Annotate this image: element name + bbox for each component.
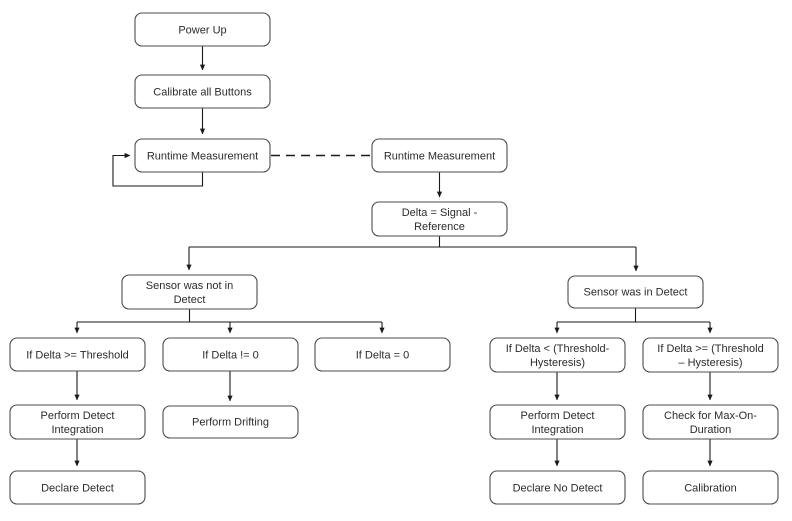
node-check-for-max-on-duration-label-line2: Duration bbox=[690, 424, 732, 436]
node-perform-detect-integration-right-label-line1: Perform Detect bbox=[521, 410, 595, 422]
node-calibration[interactable]: Calibration bbox=[642, 470, 779, 505]
node-perform-detect-integration-right-box[interactable] bbox=[489, 404, 626, 440]
node-delta-signal-reference-label-line2: Reference bbox=[414, 221, 465, 233]
node-declare-no-detect-label: Declare No Detect bbox=[513, 482, 603, 494]
node-calibrate-all-buttons[interactable]: Calibrate all Buttons bbox=[134, 74, 271, 109]
node-if-delta-lt-threshold-hysteresis-box[interactable] bbox=[489, 337, 626, 373]
node-declare-detect-box[interactable] bbox=[9, 470, 146, 505]
node-declare-detect[interactable]: Declare Detect bbox=[9, 470, 146, 505]
node-sensor-was-in-detect-box[interactable] bbox=[567, 275, 704, 309]
node-runtime-measurement-right-label: Runtime Measurement bbox=[384, 150, 495, 162]
node-sensor-was-not-in-detect-box[interactable] bbox=[121, 274, 258, 310]
node-if-delta-ne-zero[interactable]: If Delta != 0 bbox=[162, 337, 299, 372]
node-perform-detect-integration-left-label-line1: Perform Detect bbox=[41, 410, 115, 422]
node-calibration-box[interactable] bbox=[642, 470, 779, 505]
node-if-delta-ge-threshold-box[interactable] bbox=[9, 337, 146, 372]
node-if-delta-ne-zero-label: If Delta != 0 bbox=[202, 349, 259, 361]
node-check-for-max-on-duration-label-line1: Check for Max-On- bbox=[664, 410, 757, 422]
node-runtime-measurement-right[interactable]: Runtime Measurement bbox=[371, 138, 508, 173]
node-if-delta-lt-threshold-hysteresis-label-line2: Hysteresis) bbox=[530, 357, 585, 369]
node-calibrate-all-buttons-label: Calibrate all Buttons bbox=[153, 86, 252, 98]
node-if-delta-ge-threshold-hysteresis-box[interactable] bbox=[642, 337, 779, 373]
node-calibration-label: Calibration bbox=[684, 482, 737, 494]
node-if-delta-ge-threshold-hysteresis-label-line1: If Delta >= (Threshold bbox=[657, 343, 763, 355]
node-sensor-was-not-in-detect[interactable]: Sensor was not in Detect bbox=[121, 274, 258, 310]
node-calibrate-all-buttons-box[interactable] bbox=[134, 74, 271, 109]
node-declare-no-detect-box[interactable] bbox=[489, 470, 626, 505]
node-perform-drifting-label: Perform Drifting bbox=[192, 416, 269, 428]
node-if-delta-ge-threshold-hysteresis[interactable]: If Delta >= (Threshold – Hysteresis) bbox=[642, 337, 779, 373]
edge-runtime-left-feedback-loop bbox=[112, 152, 204, 187]
node-check-for-max-on-duration-box[interactable] bbox=[642, 404, 779, 440]
node-perform-drifting[interactable]: Perform Drifting bbox=[162, 405, 299, 439]
node-if-delta-lt-threshold-hysteresis-label-line1: If Delta < (Threshold- bbox=[506, 343, 610, 355]
node-declare-no-detect[interactable]: Declare No Detect bbox=[489, 470, 626, 505]
node-runtime-measurement-left-box[interactable] bbox=[134, 138, 271, 173]
node-perform-detect-integration-right-label-line2: Integration bbox=[532, 424, 584, 436]
node-layer: Power Up Calibrate all Buttons Runtime M… bbox=[9, 12, 779, 505]
node-if-delta-ne-zero-box[interactable] bbox=[162, 337, 299, 372]
node-power-up-box[interactable] bbox=[134, 12, 271, 47]
node-perform-detect-integration-left[interactable]: Perform Detect Integration bbox=[9, 404, 146, 440]
node-if-delta-eq-zero-label: If Delta = 0 bbox=[356, 349, 410, 361]
node-delta-signal-reference-label-line1: Delta = Signal - bbox=[402, 207, 478, 219]
node-if-delta-lt-threshold-hysteresis[interactable]: If Delta < (Threshold- Hysteresis) bbox=[489, 337, 626, 373]
node-runtime-measurement-left-label: Runtime Measurement bbox=[147, 150, 258, 162]
node-perform-detect-integration-left-label-line2: Integration bbox=[52, 424, 104, 436]
node-sensor-was-not-in-detect-label-line1: Sensor was not in bbox=[146, 280, 233, 292]
node-if-delta-ge-threshold-hysteresis-label-line2: – Hysteresis) bbox=[678, 357, 742, 369]
node-power-up-label: Power Up bbox=[178, 24, 226, 36]
node-if-delta-ge-threshold[interactable]: If Delta >= Threshold bbox=[9, 337, 146, 372]
node-perform-drifting-box[interactable] bbox=[162, 405, 299, 439]
node-if-delta-ge-threshold-label: If Delta >= Threshold bbox=[26, 349, 129, 361]
edge-layer bbox=[74, 46, 713, 467]
node-runtime-measurement-right-box[interactable] bbox=[371, 138, 508, 173]
node-delta-signal-reference-box[interactable] bbox=[371, 201, 508, 237]
node-check-for-max-on-duration[interactable]: Check for Max-On- Duration bbox=[642, 404, 779, 440]
node-delta-signal-reference[interactable]: Delta = Signal - Reference bbox=[371, 201, 508, 237]
node-sensor-was-not-in-detect-label-line2: Detect bbox=[174, 294, 206, 306]
node-sensor-was-in-detect[interactable]: Sensor was in Detect bbox=[567, 275, 704, 309]
node-perform-detect-integration-right[interactable]: Perform Detect Integration bbox=[489, 404, 626, 440]
node-power-up[interactable]: Power Up bbox=[134, 12, 271, 47]
node-runtime-measurement-left[interactable]: Runtime Measurement bbox=[134, 138, 271, 173]
node-perform-detect-integration-left-box[interactable] bbox=[9, 404, 146, 440]
node-if-delta-eq-zero[interactable]: If Delta = 0 bbox=[314, 337, 451, 372]
node-sensor-was-in-detect-label: Sensor was in Detect bbox=[584, 286, 688, 298]
node-if-delta-eq-zero-box[interactable] bbox=[314, 337, 451, 372]
node-declare-detect-label: Declare Detect bbox=[41, 482, 114, 494]
